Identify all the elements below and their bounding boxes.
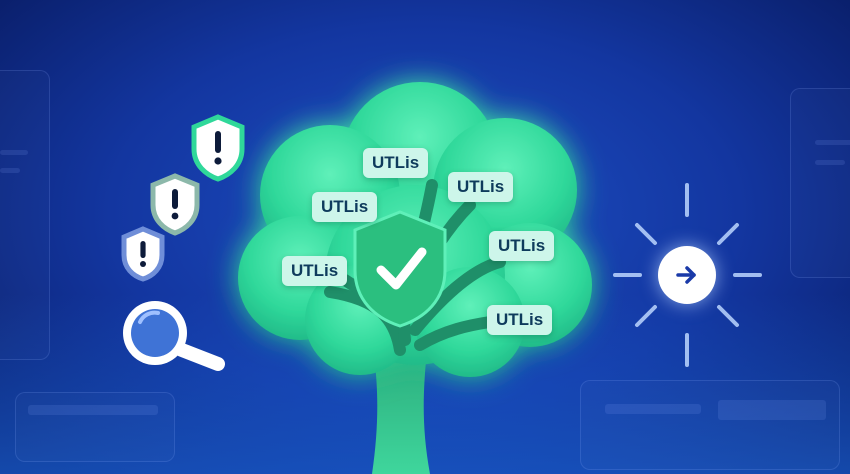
light-rays [613,183,762,367]
magnifier-icon [123,301,225,371]
utlis-tag: UTLis [282,256,348,286]
ghost-line [28,405,158,415]
arrow-right-icon [676,266,696,284]
shield-exclamation-icon [150,173,200,236]
utlis-tag: UTLis [312,192,378,222]
ghost-panel-left [0,70,50,360]
shield-exclamation-icon [191,114,245,182]
ghost-line [815,140,850,145]
ghost-line [718,400,826,420]
ghost-line [0,150,28,155]
next-arrow-button[interactable] [658,246,716,304]
utlis-tag: UTLis [487,305,553,335]
ghost-panel-bottom-right [580,380,840,470]
utlis-tag: UTLis [363,148,429,178]
utlis-tag: UTLis [489,231,555,261]
shield-exclamation-icon [121,226,165,282]
ghost-line [815,160,845,165]
ghost-panel-bottom-left [15,392,175,462]
shield-check-icon [353,210,447,328]
ghost-line [605,404,701,414]
utlis-tag: UTLis [448,172,514,202]
ghost-line [0,168,20,173]
tree-trunk [372,340,430,474]
ghost-panel-right [790,88,850,278]
